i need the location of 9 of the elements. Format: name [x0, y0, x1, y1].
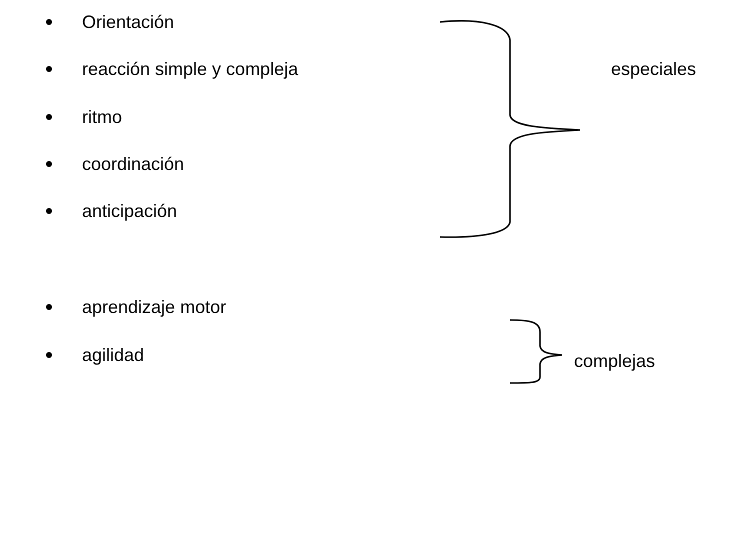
list-item: anticipación: [42, 200, 178, 222]
group-label: complejas: [574, 350, 656, 372]
list-item: aprendizaje motor: [42, 296, 226, 318]
list-item: reacción simple y compleja: [42, 58, 298, 80]
list-item: ritmo: [42, 106, 122, 128]
list-item: coordinación: [42, 153, 184, 175]
list-item: agilidad: [42, 344, 144, 366]
group-label: especiales: [611, 58, 696, 80]
list-item: Orientación: [42, 11, 174, 33]
